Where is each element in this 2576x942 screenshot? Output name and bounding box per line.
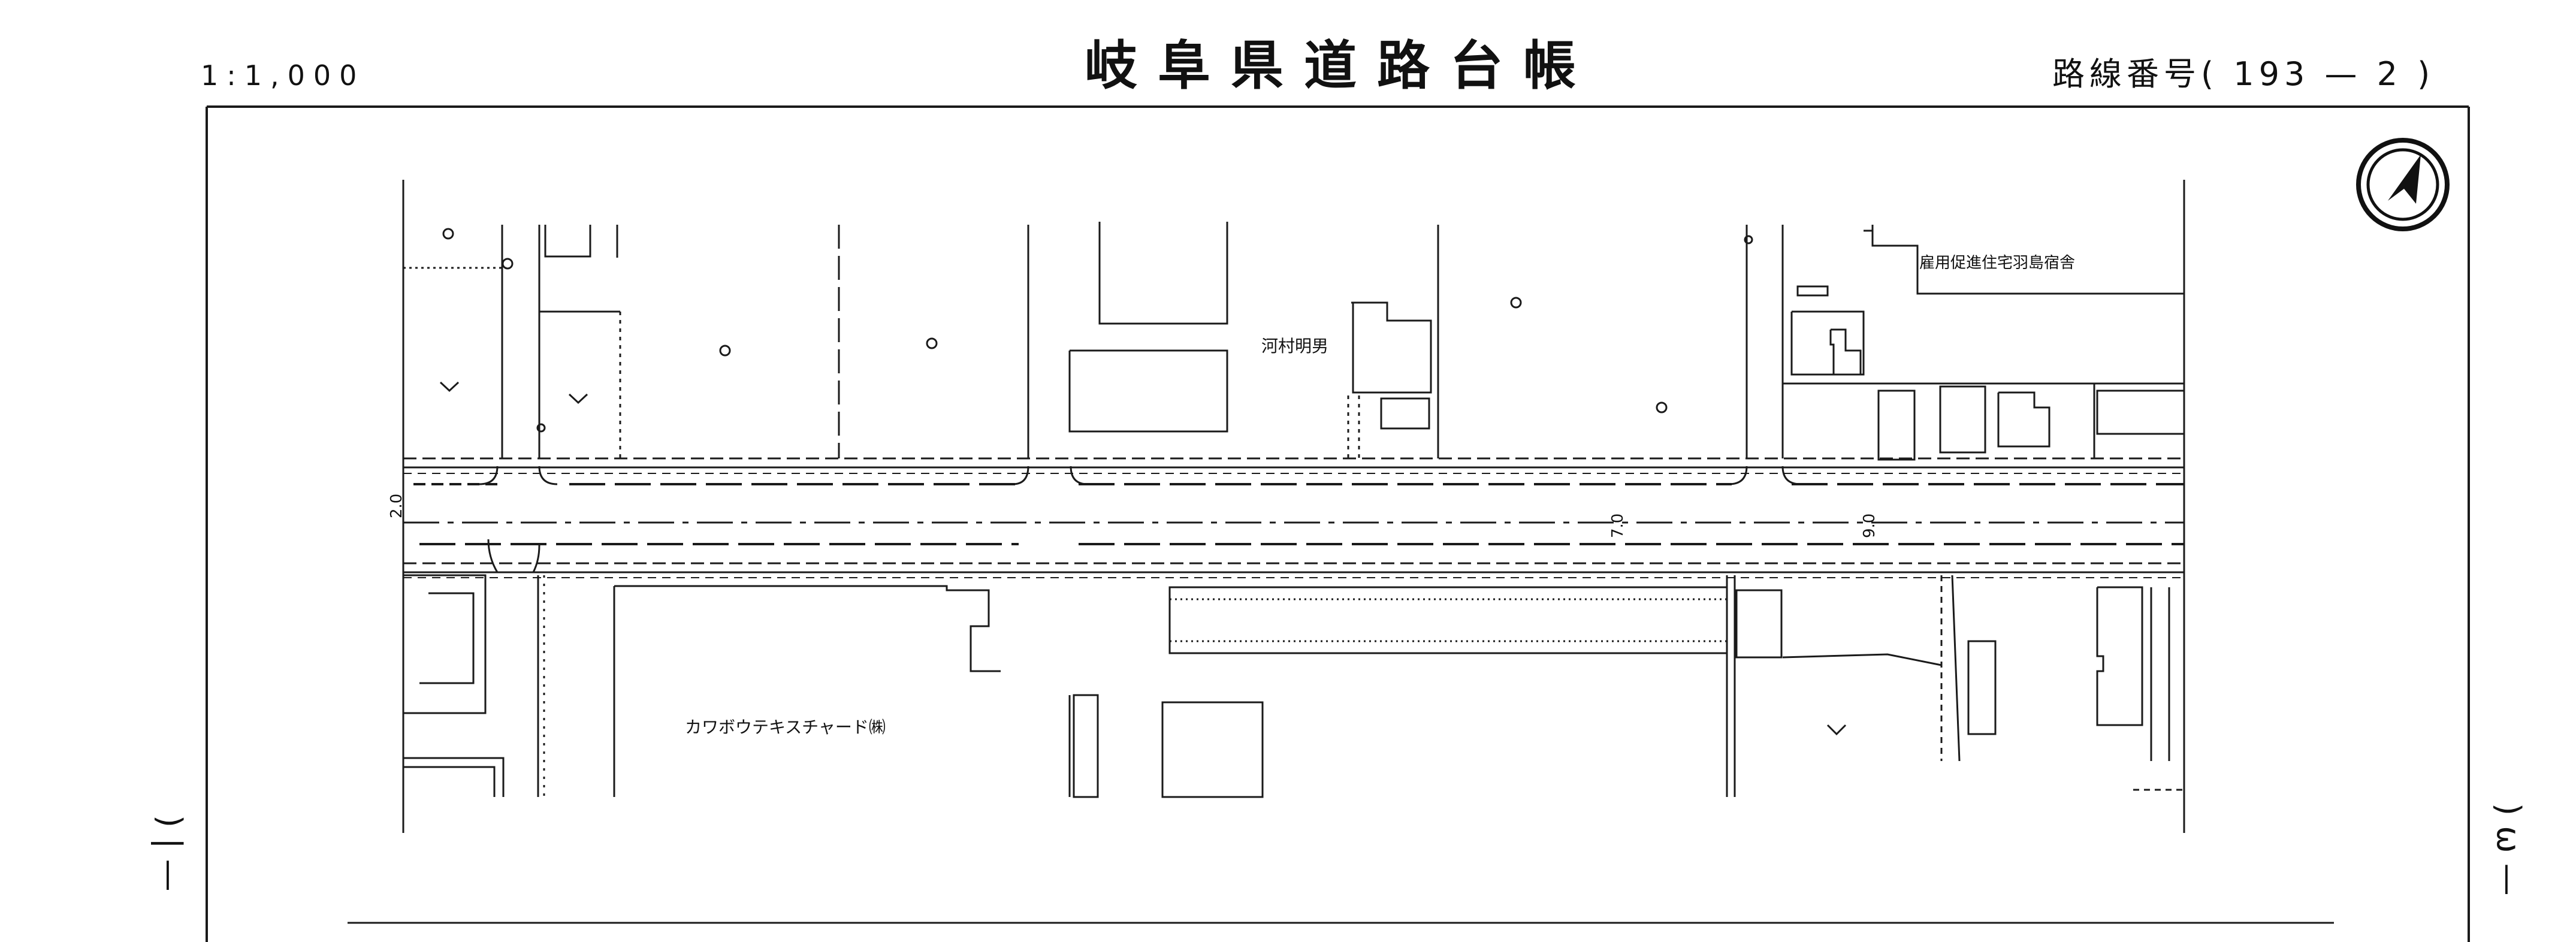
map-area-boundary bbox=[402, 180, 2185, 833]
road-corridor bbox=[403, 457, 2184, 578]
label-koyou-dormitory: 雇用促進住宅羽島宿舎 bbox=[1919, 254, 2075, 272]
land-use-symbols bbox=[439, 228, 1847, 736]
right-side-mark: ) ω — bbox=[2490, 803, 2527, 896]
map-frame bbox=[206, 105, 2470, 942]
label-kawabou-textured: カワボウテキスチャード㈱ bbox=[685, 717, 886, 737]
north-arrow-icon bbox=[2356, 138, 2450, 231]
map-title: 岐阜県道路台帳 bbox=[1085, 35, 1596, 96]
route-number: 路線番号( 193 — 2 ) bbox=[2052, 55, 2435, 93]
road-width-label-3: 9.0 bbox=[1861, 514, 1879, 538]
south-parcels bbox=[403, 574, 2184, 798]
left-side-mark: ) | — bbox=[151, 815, 189, 892]
north-parcels bbox=[403, 222, 2185, 461]
scale-label: 1:1,000 bbox=[201, 59, 365, 92]
road-width-label-1: 2.0 bbox=[388, 494, 406, 518]
label-kawamura-akio: 河村明男 bbox=[1261, 336, 1328, 356]
road-width-label-2: 7.0 bbox=[1609, 514, 1627, 538]
